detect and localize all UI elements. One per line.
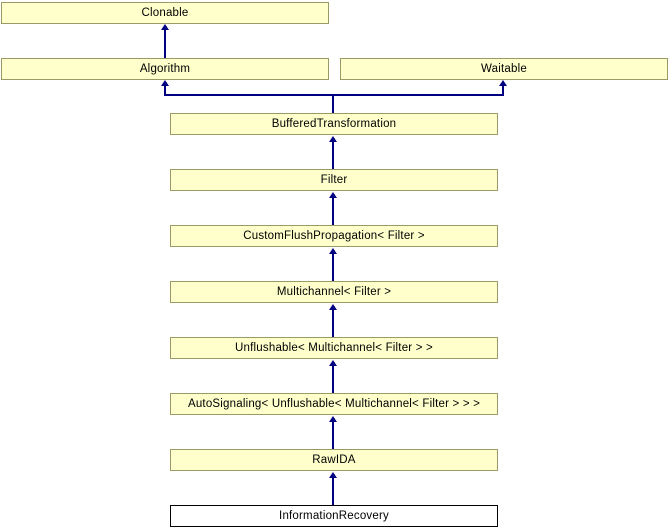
connector-line bbox=[332, 94, 334, 113]
connector-line bbox=[164, 85, 166, 96]
connector-line bbox=[164, 29, 166, 58]
connector-line bbox=[332, 197, 334, 225]
connector-line bbox=[332, 365, 334, 393]
connector-line bbox=[502, 85, 504, 96]
connector-line bbox=[332, 421, 334, 449]
arrowhead-up-icon bbox=[329, 192, 337, 198]
class-node-clonable[interactable]: Clonable bbox=[1, 2, 329, 24]
arrowhead-up-icon bbox=[161, 80, 169, 86]
arrowhead-up-icon bbox=[161, 24, 169, 30]
class-node-unflushable[interactable]: Unflushable< Multichannel< Filter > > bbox=[170, 337, 498, 359]
class-node-multichannel[interactable]: Multichannel< Filter > bbox=[170, 281, 498, 303]
arrowhead-up-icon bbox=[329, 248, 337, 254]
connector-line bbox=[164, 94, 504, 96]
connector-line bbox=[332, 141, 334, 169]
class-node-algorithm[interactable]: Algorithm bbox=[1, 58, 329, 80]
class-node-filter[interactable]: Filter bbox=[170, 169, 498, 191]
arrowhead-up-icon bbox=[329, 304, 337, 310]
arrowhead-up-icon bbox=[329, 416, 337, 422]
class-node-informationrecovery: InformationRecovery bbox=[170, 505, 498, 527]
connector-line bbox=[332, 477, 334, 505]
arrowhead-up-icon bbox=[329, 472, 337, 478]
class-node-bufferedtransformation[interactable]: BufferedTransformation bbox=[170, 113, 498, 135]
connector-line bbox=[332, 309, 334, 337]
arrowhead-up-icon bbox=[499, 80, 507, 86]
class-node-rawida[interactable]: RawIDA bbox=[170, 449, 498, 471]
arrowhead-up-icon bbox=[329, 136, 337, 142]
connector-line bbox=[332, 253, 334, 281]
class-node-customflushpropagation[interactable]: CustomFlushPropagation< Filter > bbox=[170, 225, 498, 247]
class-node-waitable[interactable]: Waitable bbox=[340, 58, 668, 80]
class-node-autosignaling[interactable]: AutoSignaling< Unflushable< Multichannel… bbox=[170, 393, 498, 415]
arrowhead-up-icon bbox=[329, 360, 337, 366]
